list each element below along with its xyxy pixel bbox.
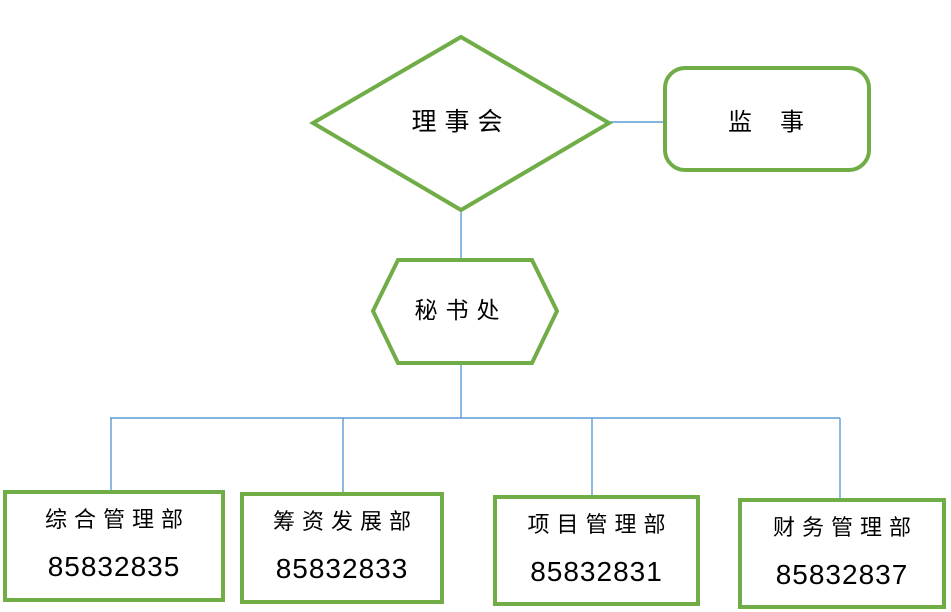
- dept-phone: 85832835: [47, 551, 181, 582]
- dept-phone: 85832833: [275, 553, 409, 584]
- board-label: 理事会: [411, 109, 511, 136]
- secretariat-label: 秘书处: [414, 298, 508, 323]
- dept-box-general-management: 综合管理部 85832835: [3, 490, 225, 602]
- dept-phone: 85832831: [530, 555, 663, 587]
- dept-box-financial-management: 财务管理部 85832837: [738, 498, 946, 609]
- dept-name: 筹资发展部: [272, 509, 418, 534]
- secretariat-hexagon-shape: [370, 258, 560, 365]
- dept-box-fundraising-development: 筹资发展部 85832833: [240, 492, 444, 604]
- dept-name: 综合管理部: [44, 507, 190, 532]
- dept-box-project-management: 项目管理部 85832831: [493, 495, 700, 606]
- dept-name: 财务管理部: [772, 514, 918, 540]
- dept-phone: 85832837: [775, 558, 909, 590]
- supervisor-label: 监 事: [728, 109, 806, 136]
- dept-name: 项目管理部: [527, 511, 673, 537]
- supervisor-box: 监 事: [663, 66, 871, 172]
- board-diamond-shape: [309, 34, 613, 213]
